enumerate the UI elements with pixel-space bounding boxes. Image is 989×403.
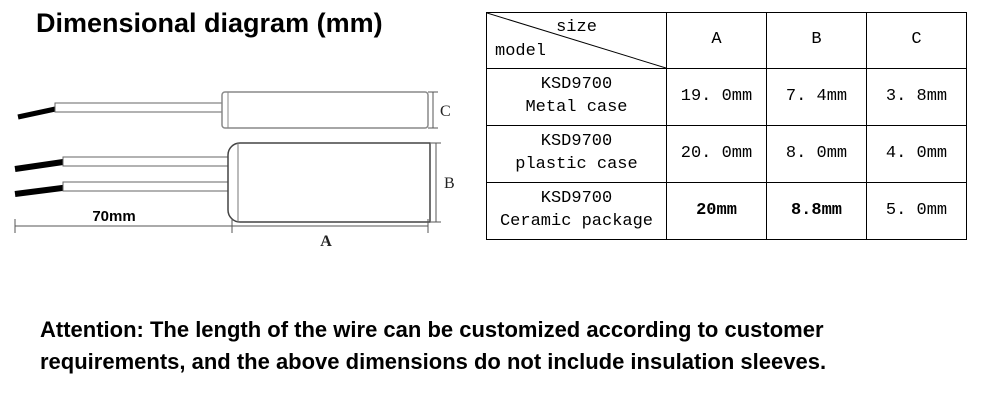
model-cell: KSD9700 Metal case: [486, 68, 667, 126]
model-cell: KSD9700 plastic case: [486, 125, 667, 183]
dim-label-a: A: [320, 233, 332, 250]
wire-sleeve-top: [54, 102, 226, 113]
header-cell-size-model: size model: [486, 12, 667, 69]
dim-bracket-b: B: [431, 142, 455, 223]
header-cell-b: B: [766, 12, 867, 69]
dim-label-b: B: [444, 175, 455, 192]
value-a: 19. 0mm: [666, 68, 767, 126]
model-case-type: Ceramic package: [499, 212, 654, 231]
table-header-row: size model A B C: [486, 12, 967, 69]
model-case-type: Metal case: [525, 98, 628, 117]
value-c: 4. 0mm: [866, 125, 967, 183]
value-c: 3. 8mm: [866, 68, 967, 126]
page-title: Dimensional diagram (mm): [36, 8, 383, 38]
dimensional-diagram: C B 70mm A: [14, 91, 455, 250]
plastic-case-body: [227, 142, 431, 223]
table-row: KSD9700 Metal case 19. 0mm 7. 4mm 3. 8mm: [486, 68, 967, 126]
header-label-model: model: [495, 42, 547, 62]
attention-note: Attention: The length of the wire can be…: [40, 314, 826, 378]
value-b: 7. 4mm: [766, 68, 867, 126]
lead-wire-bottom-2: [14, 184, 71, 197]
metal-case-device: [17, 91, 429, 129]
value-b: 8.8mm: [766, 182, 867, 240]
wire-length-label: 70mm: [92, 208, 135, 225]
dim-label-c: C: [440, 103, 451, 120]
table-row: KSD9700 Ceramic package 20mm 8.8mm 5. 0m…: [486, 182, 967, 240]
dim-line-bottom: 70mm A: [14, 208, 429, 250]
lead-wire-top: [17, 105, 61, 120]
attention-line-2: requirements, and the above dimensions d…: [40, 349, 827, 374]
model-name: KSD9700: [540, 132, 613, 152]
lead-wire-bottom-1: [14, 158, 71, 172]
model-cell: KSD9700 Ceramic package: [486, 182, 667, 240]
wire-sleeve-bottom-2: [62, 181, 232, 192]
value-a: 20mm: [666, 182, 767, 240]
dim-bracket-c: C: [428, 91, 451, 129]
table-row: KSD9700 plastic case 20. 0mm 8. 0mm 4. 0…: [486, 125, 967, 183]
metal-case-body: [221, 91, 429, 129]
header-label-size: size: [556, 18, 597, 37]
model-name: KSD9700: [540, 189, 613, 209]
header-cell-c: C: [866, 12, 967, 69]
header-cell-a: A: [666, 12, 767, 69]
model-case-type: plastic case: [515, 155, 638, 174]
model-name: KSD9700: [540, 75, 613, 95]
value-b: 8. 0mm: [766, 125, 867, 183]
attention-line-1: Attention: The length of the wire can be…: [40, 317, 824, 342]
spec-table: size model A B C KSD9700 Metal case 19. …: [486, 12, 967, 240]
value-a: 20. 0mm: [666, 125, 767, 183]
wire-sleeve-bottom-1: [62, 156, 232, 167]
diagonal-divider: [487, 13, 666, 68]
value-c: 5. 0mm: [866, 182, 967, 240]
plastic-case-device: [14, 142, 431, 223]
